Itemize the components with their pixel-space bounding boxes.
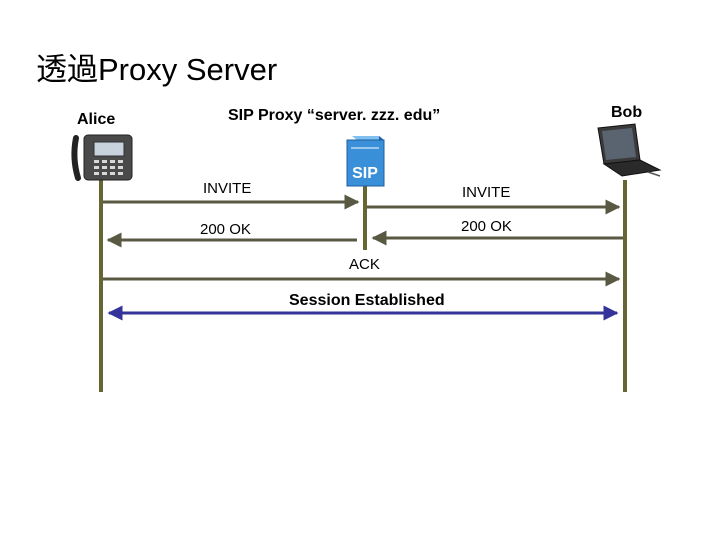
ack-label: ACK [349,256,380,273]
bob-label: Bob [611,104,643,121]
alice-label: Alice [77,111,116,128]
ok-label-2: 200 OK [461,218,512,235]
proxy-label: SIP Proxy “server. zzz. edu” [228,107,441,124]
session-label: Session Established [289,292,445,309]
ok-label-1: 200 OK [200,221,251,238]
invite-label-2: INVITE [462,184,511,201]
invite-label-1: INVITE [203,180,252,197]
phone-icon [71,134,133,181]
sip-server-icon: SIP [346,136,385,187]
sip-logo-text: SIP [352,165,378,182]
slide-title: 透過Proxy Server [36,52,278,87]
laptop-icon [597,123,662,177]
